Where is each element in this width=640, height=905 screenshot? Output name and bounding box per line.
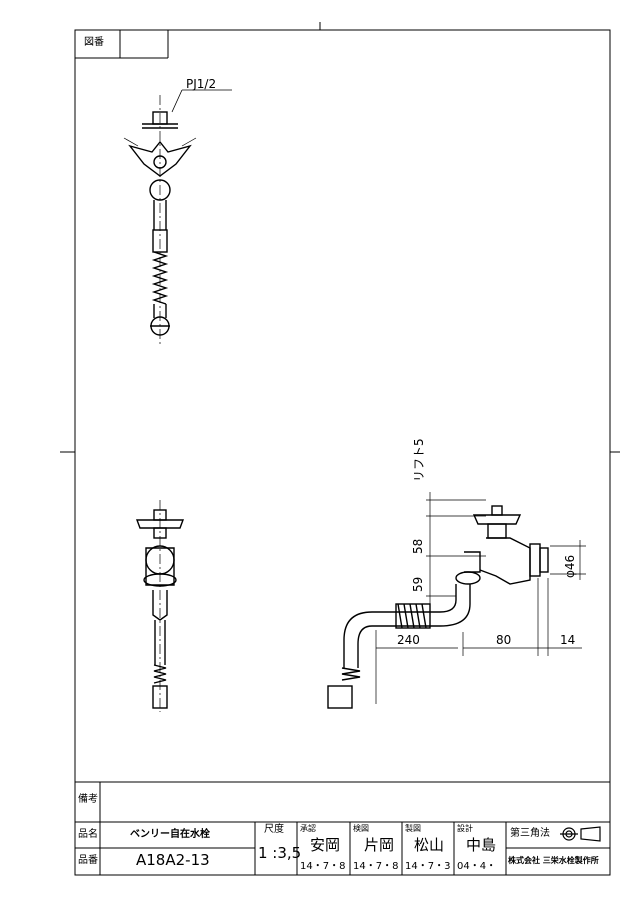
scale-value: 1 :3,5 (258, 844, 302, 862)
dim-lift: リフト5 (412, 438, 426, 482)
checked-date: 14・7・8 (353, 861, 399, 872)
projection-label: 第三角法 (510, 828, 550, 839)
scale-label: 尺度 (264, 824, 284, 835)
notes-label: 備考 (78, 794, 98, 805)
company-name: 株式会社 三栄水栓製作所 (508, 856, 599, 865)
approved-by: 安岡 (310, 836, 341, 854)
side-view (327, 505, 549, 709)
third-angle-projection-icon (560, 826, 601, 842)
drawn-date: 14・7・3 (405, 861, 451, 872)
designed-date: 04・4・ (457, 861, 497, 872)
front-view (135, 500, 185, 712)
dim-59: 59 (411, 576, 425, 592)
dim-diameter-46: φ46 (563, 554, 577, 578)
dim-80: 80 (496, 633, 512, 647)
drawn-label: 製図 (405, 824, 421, 833)
part-no: A18A2-13 (136, 851, 210, 869)
designed-by: 中島 (466, 836, 497, 854)
drawn-by: 松山 (414, 836, 445, 854)
drawing-no-label: 図番 (84, 37, 104, 48)
designed-label: 設計 (457, 824, 473, 833)
drawing-frame (74, 29, 611, 876)
dim-240: 240 (397, 633, 420, 647)
approved-label: 承認 (300, 824, 316, 833)
dimension-lines (375, 492, 586, 704)
thread-spec-label: PJ1/2 (186, 77, 217, 91)
checked-label: 検図 (353, 824, 369, 833)
dim-14: 14 (560, 633, 576, 647)
top-view (123, 89, 232, 345)
approved-date: 14・7・8 (300, 861, 346, 872)
product-name: ベンリー自在水栓 (130, 829, 210, 840)
checked-by: 片岡 (364, 836, 395, 854)
dim-58: 58 (411, 538, 425, 554)
product-name-label: 品名 (78, 829, 98, 840)
part-no-label: 品番 (78, 855, 98, 866)
